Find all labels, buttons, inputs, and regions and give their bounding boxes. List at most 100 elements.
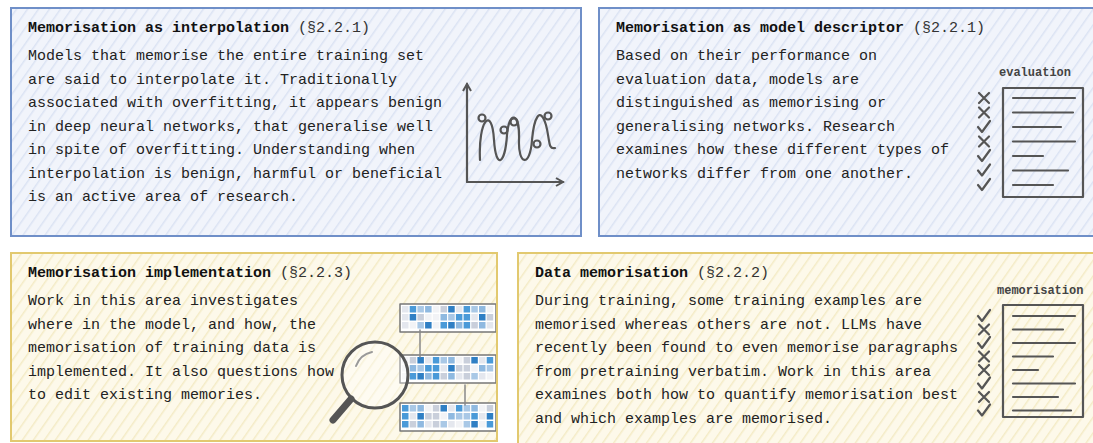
- grid-cell: [433, 405, 440, 412]
- cross-mark: [979, 108, 989, 118]
- text-line: [1013, 169, 1068, 171]
- grid-cell: [425, 306, 432, 313]
- weight-grid-icon: [400, 304, 496, 431]
- text-line: [1013, 369, 1038, 371]
- grid-cell: [479, 421, 486, 428]
- grid-cell: [417, 314, 424, 321]
- grid-cell: [471, 413, 478, 420]
- grid-cell: [448, 373, 455, 380]
- grid-cell: [487, 357, 494, 364]
- icon-label: evaluation: [999, 66, 1071, 80]
- grid-cell: [487, 413, 494, 420]
- grid-cell: [433, 314, 440, 321]
- check-mark: [978, 150, 990, 161]
- text-line: [1013, 328, 1063, 330]
- text-line: [1013, 111, 1073, 113]
- grid-cell: [448, 365, 455, 372]
- icon-label: memorisation: [997, 284, 1083, 298]
- grid-cell: [425, 357, 432, 364]
- grid-cell: [425, 322, 432, 329]
- grid-cell: [456, 421, 463, 428]
- grid-cell: [433, 322, 440, 329]
- grid-cell: [433, 413, 440, 420]
- chart-icon: [467, 84, 563, 182]
- grid-cell: [487, 405, 494, 412]
- check-mark: [978, 165, 990, 176]
- grid-cell: [402, 314, 409, 321]
- grid-cell: [479, 413, 486, 420]
- grid-cell: [441, 373, 448, 380]
- text-line: [1013, 315, 1075, 317]
- grid-cell: [441, 306, 448, 313]
- section-ref: (§2.2.1): [298, 20, 370, 37]
- grid-cell: [417, 405, 424, 412]
- grid-cell: [464, 405, 471, 412]
- grid-cell: [441, 365, 448, 372]
- grid-cell: [479, 357, 486, 364]
- box-body: Based on their performance on evaluation…: [616, 45, 961, 186]
- check-mark: [978, 378, 990, 389]
- grid-cell: [464, 365, 471, 372]
- grid-cell: [448, 413, 455, 420]
- cross-mark: [979, 325, 989, 335]
- heading-line: Memorisation as model descriptor (§2.2.1…: [616, 19, 1080, 39]
- grid-cell: [487, 322, 494, 329]
- grid-frame: [400, 304, 496, 332]
- grid-cell: [464, 357, 471, 364]
- text-line: [1013, 409, 1071, 411]
- grid-cell: [417, 357, 424, 364]
- text-line: [1013, 126, 1061, 128]
- grid-cell: [410, 373, 417, 380]
- check-mark: [978, 310, 990, 321]
- grid-cell: [433, 365, 440, 372]
- grid-frame: [400, 403, 496, 431]
- check-mark: [978, 121, 990, 132]
- grid-cell: [417, 322, 424, 329]
- grid-cell: [487, 306, 494, 313]
- grid-cell: [417, 373, 424, 380]
- evaluation-document-icon: [978, 88, 1083, 197]
- grid-cell: [410, 306, 417, 313]
- panel-fill: [598, 7, 1093, 237]
- box-heading: Memorisation implementation: [28, 265, 271, 282]
- box-body: Work in this area investigates where in …: [28, 290, 346, 408]
- grid-cell: [479, 322, 486, 329]
- grid-cell: [441, 322, 448, 329]
- grid-cell: [425, 373, 432, 380]
- grid-cell: [402, 405, 409, 412]
- grid-cell: [417, 306, 424, 313]
- heading-line: Memorisation as interpolation (§2.2.1): [28, 19, 564, 39]
- section-ref: (§2.2.2): [697, 265, 769, 282]
- grid-cell: [471, 357, 478, 364]
- panel-fill: [10, 7, 582, 237]
- text-line: [1013, 140, 1075, 142]
- grid-cell: [402, 322, 409, 329]
- box-heading: Data memorisation: [535, 265, 688, 282]
- grid-cell: [448, 405, 455, 412]
- text-line: [1013, 382, 1075, 384]
- grid-cell: [456, 365, 463, 372]
- grid-cell: [441, 405, 448, 412]
- text-line: [1013, 396, 1058, 398]
- grid-cell: [479, 373, 486, 380]
- grid-cell: [448, 322, 455, 329]
- cross-mark: [979, 93, 989, 103]
- grid-cell: [487, 373, 494, 380]
- heading-line: Data memorisation (§2.2.2): [535, 264, 1080, 284]
- grid-cell: [433, 373, 440, 380]
- check-mark: [978, 179, 990, 190]
- grid-cell: [487, 421, 494, 428]
- grid-cell: [471, 306, 478, 313]
- grid-cell: [487, 365, 494, 372]
- grid-cell: [479, 314, 486, 321]
- grid-cell: [425, 365, 432, 372]
- grid-cell: [456, 306, 463, 313]
- spacer: [688, 265, 697, 282]
- icons: [333, 84, 1083, 431]
- grid-cell: [417, 365, 424, 372]
- grid-cell: [448, 306, 455, 313]
- grid-cell: [417, 421, 424, 428]
- grid-cell: [471, 373, 478, 380]
- grid-cell: [479, 405, 486, 412]
- grid-cell: [410, 405, 417, 412]
